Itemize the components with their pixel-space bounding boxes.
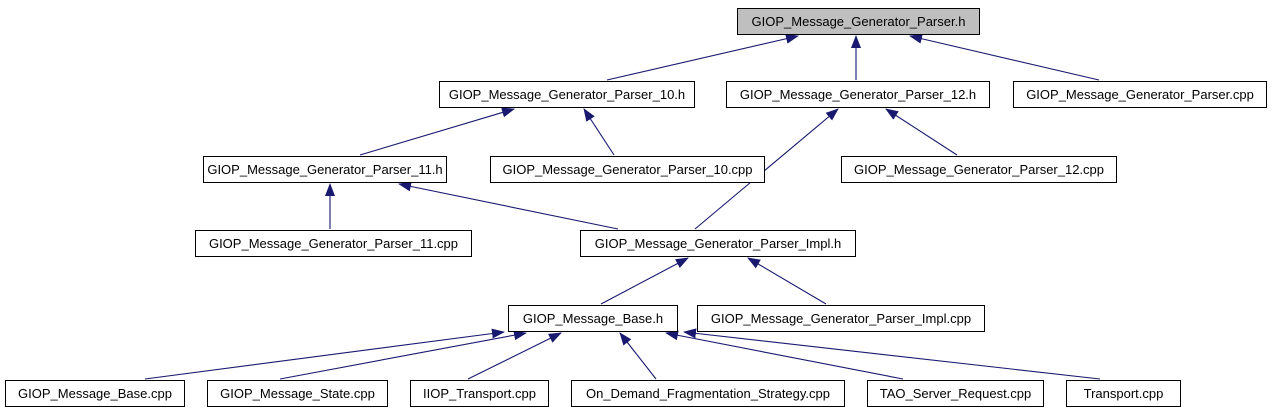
graph-node-label: GIOP_Message_Generator_Parser_11.cpp <box>208 236 459 251</box>
graph-node-label: GIOP_Message_Generator_Parser_11.h <box>207 162 443 177</box>
graph-node-ondemand_cpp[interactable]: On_Demand_Fragmentation_Strategy.cpp <box>571 380 845 407</box>
graph-node-p11_cpp[interactable]: GIOP_Message_Generator_Parser_11.cpp <box>195 230 472 257</box>
graph-node-label: GIOP_Message_Generator_Parser_12.cpp <box>853 162 1105 177</box>
graph-node-label: GIOP_Message_Base.h <box>522 311 664 326</box>
graph-node-p10_cpp[interactable]: GIOP_Message_Generator_Parser_10.cpp <box>490 156 765 183</box>
graph-node-impl_cpp[interactable]: GIOP_Message_Generator_Parser_Impl.cpp <box>697 305 985 332</box>
graph-node-impl_h[interactable]: GIOP_Message_Generator_Parser_Impl.h <box>580 230 856 257</box>
graph-node-label: GIOP_Message_Generator_Parser_12.h <box>739 87 977 102</box>
graph-node-p12_h[interactable]: GIOP_Message_Generator_Parser_12.h <box>726 81 990 108</box>
graph-node-base_cpp[interactable]: GIOP_Message_Base.cpp <box>5 380 185 407</box>
graph-node-p12_cpp[interactable]: GIOP_Message_Generator_Parser_12.cpp <box>841 156 1117 183</box>
graph-node-label: GIOP_Message_Generator_Parser.cpp <box>1026 87 1254 102</box>
graph-node-state_cpp[interactable]: GIOP_Message_State.cpp <box>207 380 388 407</box>
graph-node-p11_h[interactable]: GIOP_Message_Generator_Parser_11.h <box>203 156 447 183</box>
graph-node-label: GIOP_Message_Generator_Parser_10.h <box>448 87 686 102</box>
graph-node-label: GIOP_Message_Generator_Parser_Impl.h <box>594 236 842 251</box>
graph-node-tao_cpp[interactable]: TAO_Server_Request.cpp <box>867 380 1044 407</box>
graph-node-parser_h[interactable]: GIOP_Message_Generator_Parser.h <box>737 8 980 35</box>
graph-node-label: GIOP_Message_State.cpp <box>220 386 375 401</box>
graph-node-label: GIOP_Message_Base.cpp <box>18 386 172 401</box>
graph-node-label: Transport.cpp <box>1083 386 1164 401</box>
graph-node-label: On_Demand_Fragmentation_Strategy.cpp <box>585 386 830 401</box>
graph-node-transport_cpp[interactable]: Transport.cpp <box>1066 380 1181 407</box>
graph-node-base_h[interactable]: GIOP_Message_Base.h <box>508 305 678 332</box>
graph-node-label: IIOP_Transport.cpp <box>423 386 536 401</box>
graph-node-label: TAO_Server_Request.cpp <box>879 386 1032 401</box>
graph-node-label: GIOP_Message_Generator_Parser.h <box>751 14 966 29</box>
graph-node-parser_cpp[interactable]: GIOP_Message_Generator_Parser.cpp <box>1013 81 1267 108</box>
graph-node-label: GIOP_Message_Generator_Parser_10.cpp <box>502 162 753 177</box>
graph-node-p10_h[interactable]: GIOP_Message_Generator_Parser_10.h <box>439 81 695 108</box>
graph-node-label: GIOP_Message_Generator_Parser_Impl.cpp <box>710 311 972 326</box>
graph-node-iiop_cpp[interactable]: IIOP_Transport.cpp <box>410 380 549 407</box>
